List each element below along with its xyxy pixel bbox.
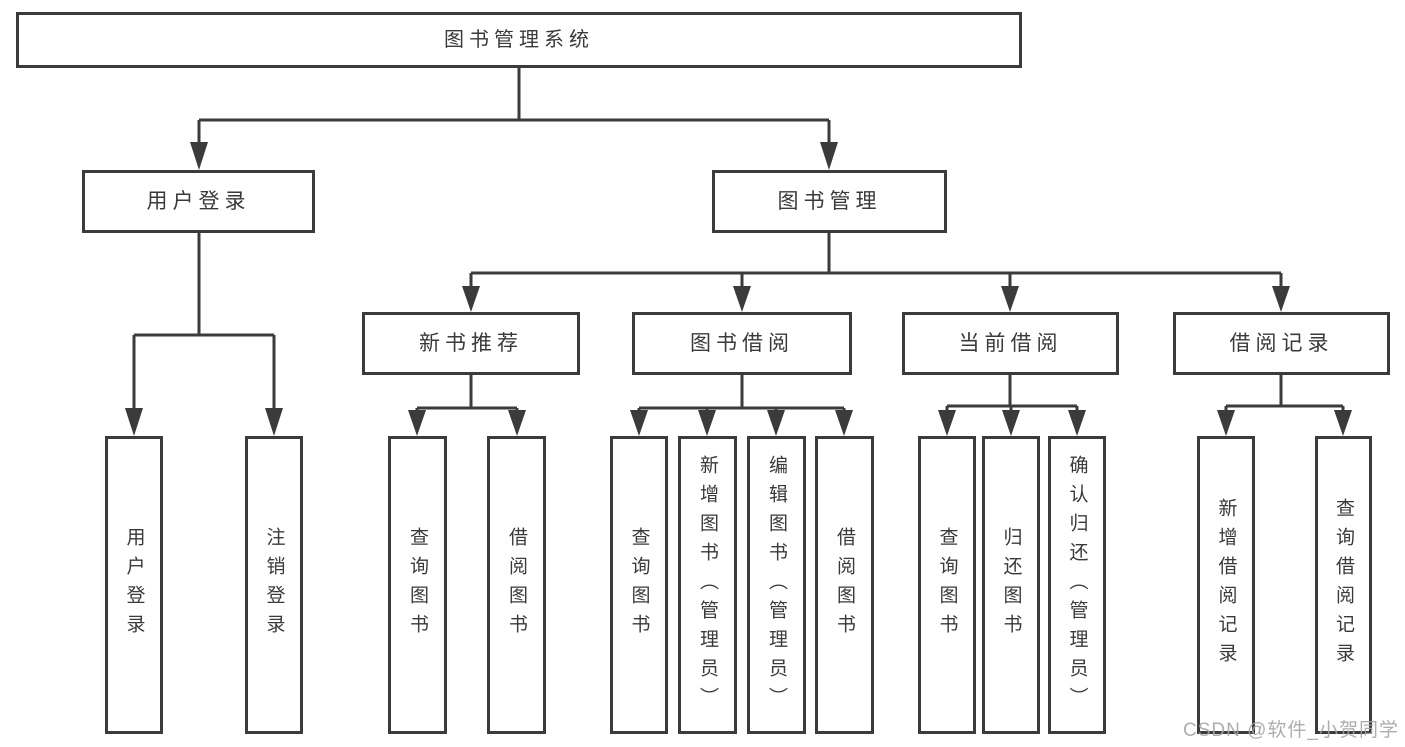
node-label: 图书管理 [777,190,882,213]
csdn-watermark: CSDN @软件_小贺同学 [1183,720,1399,741]
node-label: 图书管理系统 [444,29,594,51]
leaf-query-books-2: 查询图书 [610,436,668,734]
node-new-book-recommendation: 新书推荐 [362,312,580,375]
leaf-label: 查询借阅记录 [1333,498,1354,672]
leaf-add-borrow-record: 新增借阅记录 [1197,436,1255,734]
leaf-return-books: 归还图书 [982,436,1040,734]
leaf-borrow-books-1: 借阅图书 [487,436,546,734]
leaf-query-books-3: 查询图书 [918,436,976,734]
leaf-logout: 注销登录 [245,436,303,734]
leaf-borrow-books-2: 借阅图书 [815,436,874,734]
leaf-label: 借阅图书 [506,527,527,643]
leaf-label: 归还图书 [1000,527,1022,643]
leaf-label: 查询图书 [407,527,428,643]
leaf-confirm-return-admin: 确认归还（管理员） [1048,436,1106,734]
leaf-label: 查询图书 [936,527,958,643]
leaf-query-borrow-record: 查询借阅记录 [1315,436,1372,734]
leaf-user-login: 用户登录 [105,436,163,734]
node-label: 当前借阅 [958,332,1063,355]
node-label: 新书推荐 [419,332,523,355]
arrowhead-icons [125,142,1352,436]
node-current-borrowing: 当前借阅 [902,312,1119,375]
leaf-query-books-1: 查询图书 [388,436,447,734]
node-label: 借阅记录 [1229,332,1334,355]
leaf-label: 确认归还（管理员） [1066,454,1088,716]
node-library-management-system: 图书管理系统 [16,12,1022,68]
leaf-add-books-admin: 新增图书（管理员） [678,436,737,734]
leaf-label: 新增借阅记录 [1215,498,1237,672]
leaf-label: 查询图书 [628,527,650,643]
node-label: 用户登录 [146,190,251,213]
leaf-label: 注销登录 [263,527,285,643]
node-label: 图书借阅 [690,332,794,355]
leaf-label: 借阅图书 [834,527,855,643]
node-book-management: 图书管理 [712,170,947,233]
leaf-label: 用户登录 [123,527,145,643]
node-book-borrowing: 图书借阅 [632,312,852,375]
leaf-label: 编辑图书（管理员） [766,454,787,716]
leaf-label: 新增图书（管理员） [697,454,718,716]
leaf-edit-books-admin: 编辑图书（管理员） [747,436,806,734]
node-borrowing-records: 借阅记录 [1173,312,1390,375]
node-user-login: 用户登录 [82,170,315,233]
